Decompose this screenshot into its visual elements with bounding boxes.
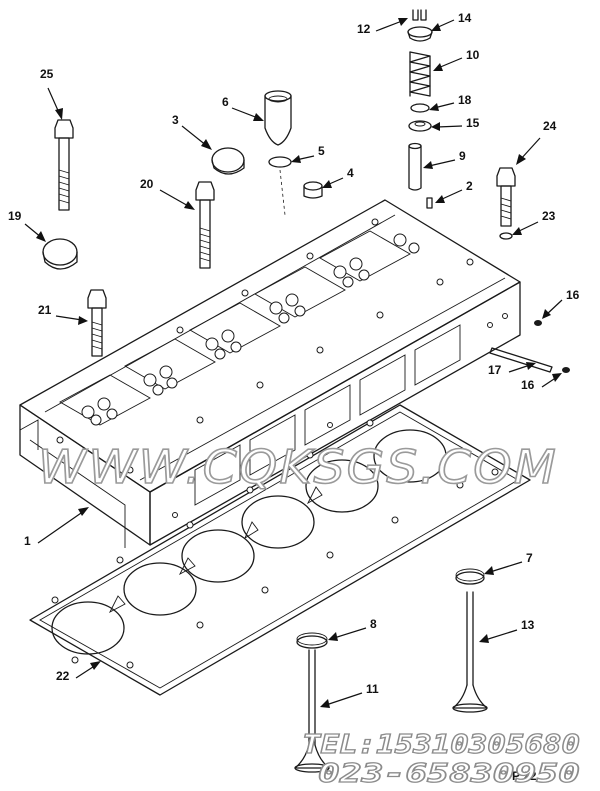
callout-c25: 25: [40, 67, 54, 81]
callout-c22: 22: [56, 669, 70, 683]
watermark-phone: 023-65830950: [318, 759, 580, 789]
callout-c1: 1: [24, 534, 31, 548]
callout-c9: 9: [459, 149, 466, 163]
callout-c17: 17: [488, 363, 502, 377]
valve-rotator-15-part: [408, 120, 432, 132]
callout-c14: 14: [458, 11, 472, 25]
callout-c18: 18: [458, 93, 472, 107]
pipe-plug-16b-part: [562, 367, 570, 373]
callout-c5: 5: [318, 144, 325, 158]
callout-c4: 4: [347, 166, 354, 180]
callout-c8: 8: [370, 617, 377, 631]
spring-retainer-14-part: [407, 26, 433, 42]
expansion-plug-3-part: [211, 147, 245, 175]
bolt-25-part: [54, 119, 74, 211]
tube-17-part: [489, 347, 553, 373]
leader-lines: [24, 18, 563, 708]
corner-code: P 22: [512, 769, 537, 783]
valve-collet-12-part: [412, 9, 427, 21]
pipe-plug-16a-part: [534, 320, 542, 326]
bolt-20-part: [195, 181, 215, 269]
callout-c2: 2: [466, 179, 473, 193]
callout-c6: 6: [222, 95, 229, 109]
dowel-pin-2-part: [426, 197, 433, 209]
callout-c11: 11: [366, 682, 379, 696]
cylinder-head-part: [19, 199, 521, 548]
valve-seal-8-part: [296, 632, 328, 649]
callout-c21: 21: [38, 303, 52, 317]
callout-c7: 7: [526, 551, 533, 565]
bolt-21-part: [87, 289, 107, 357]
watermark-tel: TEL:15310305680: [302, 730, 580, 760]
valve-guide-9-part: [408, 142, 422, 191]
callout-c16a: 16: [566, 288, 580, 302]
spring-seat-18-part: [410, 103, 430, 113]
intake-valve-part: [452, 591, 488, 713]
callout-c19: 19: [8, 209, 22, 223]
valve-spring-10-part: [409, 51, 431, 97]
injector-sleeve-part: [264, 90, 292, 146]
callout-c10: 10: [466, 48, 480, 62]
callout-c15: 15: [466, 116, 480, 130]
callout-c16b: 16: [521, 378, 535, 392]
callout-labels: 1234567891011121314151616171819202122232…: [8, 11, 580, 696]
callout-c12: 12: [357, 22, 371, 36]
callout-c3: 3: [172, 113, 179, 127]
bolt-24-part: [496, 167, 516, 227]
exhaust-valve-part: [294, 649, 330, 773]
washer-23-part: [499, 232, 513, 240]
callout-c13: 13: [521, 618, 535, 632]
head-gasket-part: [29, 404, 531, 696]
callout-c24: 24: [543, 119, 557, 133]
callout-c20: 20: [140, 177, 154, 191]
watermark-site: WWW.CQKSGS.COM: [38, 440, 558, 494]
expansion-plug-19-part: [42, 238, 78, 270]
o-ring-5-part: [268, 156, 292, 168]
valve-seal-7-part: [455, 568, 485, 585]
cup-plug-4-part: [303, 181, 323, 199]
callout-c23: 23: [542, 209, 556, 223]
